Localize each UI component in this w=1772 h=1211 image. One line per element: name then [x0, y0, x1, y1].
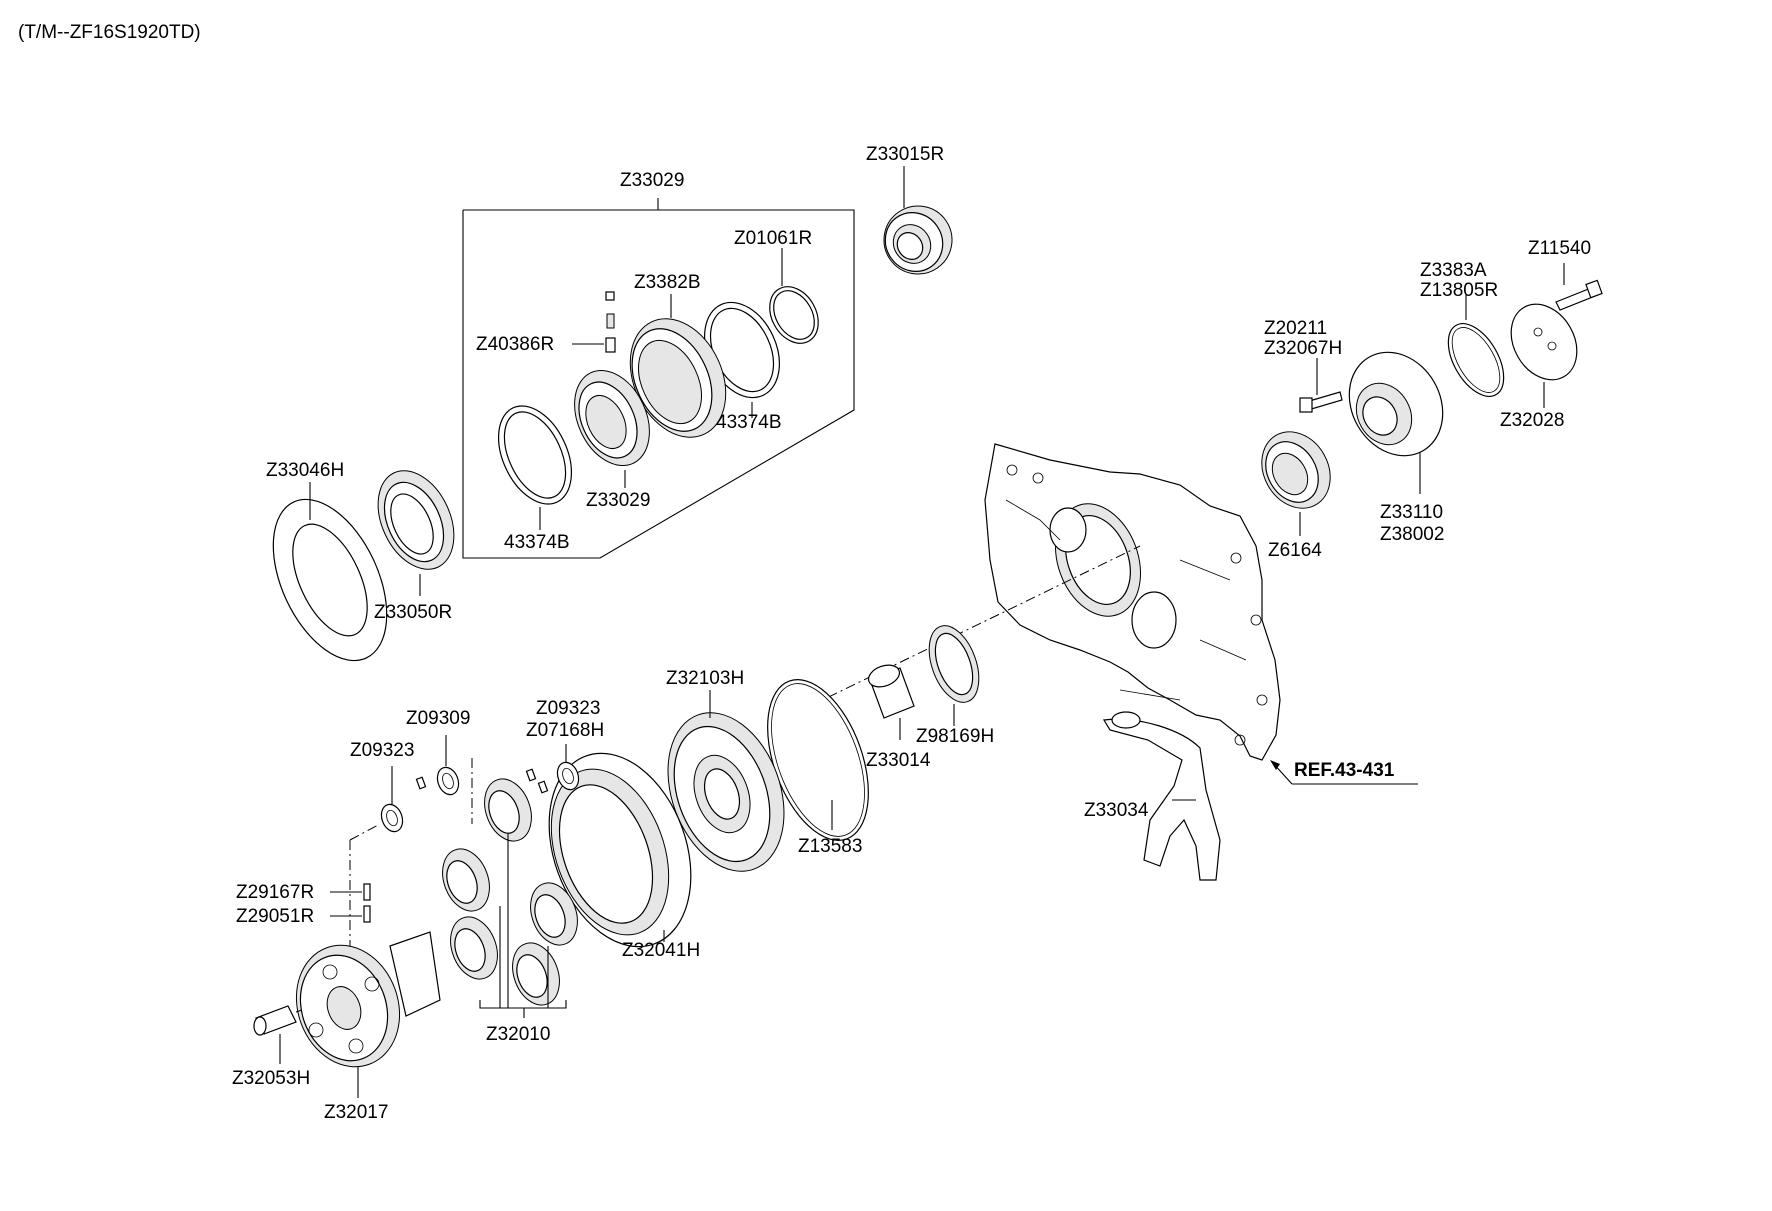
planet-gear-upper: [484, 778, 532, 842]
planet-gear-lower-right: [512, 942, 560, 1006]
needle-bearing-z98169h: [928, 625, 980, 726]
bolt-z20211: [1299, 358, 1343, 413]
label-z3383a: Z3383A: [1420, 260, 1487, 281]
clutch-disc-z33046h: [272, 482, 388, 662]
label-z32053h: Z32053H: [232, 1068, 310, 1089]
label-z29167r: Z29167R: [236, 882, 314, 903]
label-z33110: Z33110: [1380, 502, 1443, 523]
flange-z33110: [1348, 351, 1444, 494]
label-43374b-right: 43374B: [716, 412, 782, 433]
bolt-z11540: [1555, 263, 1603, 311]
bushing-z33014: [867, 664, 915, 740]
detent-parts-z40386r: [572, 291, 616, 353]
label-z33050r: Z33050R: [374, 602, 452, 623]
snap-ring-z01061r: [769, 248, 819, 344]
label-z33029-top: Z33029: [620, 170, 684, 191]
label-reference: REF.43-431: [1294, 760, 1395, 781]
cover-z32028: [1510, 303, 1578, 408]
label-z3382b: Z3382B: [634, 272, 701, 293]
label-z33015r: Z33015R: [866, 144, 944, 165]
label-z33046h: Z33046H: [266, 460, 344, 481]
label-z33029-inner: Z33029: [586, 490, 650, 511]
transmission-housing: [984, 443, 1281, 761]
planet-gear-right: [530, 882, 578, 946]
synchronizer-assembly-box: [462, 198, 855, 559]
bearing-z33050r: [377, 470, 455, 596]
label-z98169h: Z98169H: [916, 726, 994, 747]
label-z32010: Z32010: [486, 1024, 550, 1045]
synchro-ring-left: [498, 405, 572, 530]
label-z32103h: Z32103H: [666, 668, 744, 689]
o-ring-z13805r: [1447, 295, 1505, 397]
synchro-hub-z33029: [574, 369, 650, 488]
planet-gear-left: [442, 848, 490, 912]
assembly-axis-line: [809, 545, 1141, 707]
leader-z32010: [479, 834, 567, 1018]
shift-fork-z33034: [1103, 711, 1221, 881]
planet-pins: [349, 758, 549, 950]
label-z13583: Z13583: [798, 836, 862, 857]
label-z32041h: Z32041H: [622, 940, 700, 961]
label-z29051r: Z29051R: [236, 906, 314, 927]
label-z40386r: Z40386R: [476, 334, 554, 355]
label-z01061r: Z01061R: [734, 228, 812, 249]
reference-arrow: [1270, 760, 1418, 785]
pin-z29167r: [330, 883, 371, 901]
pin-z29051r: [330, 905, 371, 923]
washer-z09323-left: [380, 766, 404, 833]
ring-gear-z32041h: [548, 752, 692, 948]
label-z11540: Z11540: [1528, 238, 1591, 259]
retaining-ring-z13583: [767, 679, 869, 841]
bearing-z33015r: [883, 166, 953, 275]
pin-z32053h: [253, 1005, 303, 1064]
label-43374b-left: 43374B: [504, 532, 570, 553]
label-z09309: Z09309: [406, 708, 470, 729]
planet-gear-lower-left: [450, 916, 498, 980]
label-z6164: Z6164: [1268, 540, 1322, 561]
gear-z32103h: [667, 690, 785, 872]
diagram-title: (T/M--ZF16S1920TD): [18, 22, 201, 43]
seal-z6164: [1261, 431, 1331, 536]
label-z33034: Z33034: [1084, 800, 1149, 821]
sleeve-z3382b: [629, 294, 727, 438]
label-z20211: Z20211: [1264, 318, 1327, 339]
label-z32067h: Z32067H: [1264, 338, 1342, 359]
label-z07168h: Z07168H: [526, 720, 604, 741]
label-z09323-left: Z09323: [350, 740, 414, 761]
label-z32028: Z32028: [1500, 410, 1564, 431]
label-z38002: Z38002: [1380, 524, 1444, 545]
label-z33014: Z33014: [866, 750, 931, 771]
label-z32017: Z32017: [324, 1102, 388, 1123]
label-z09323-right: Z09323: [536, 698, 600, 719]
washer-z09323-right: [556, 744, 580, 791]
washer-z09309: [436, 735, 460, 796]
label-z13805r: Z13805R: [1420, 280, 1498, 301]
planet-carrier-z32017: [295, 931, 441, 1098]
